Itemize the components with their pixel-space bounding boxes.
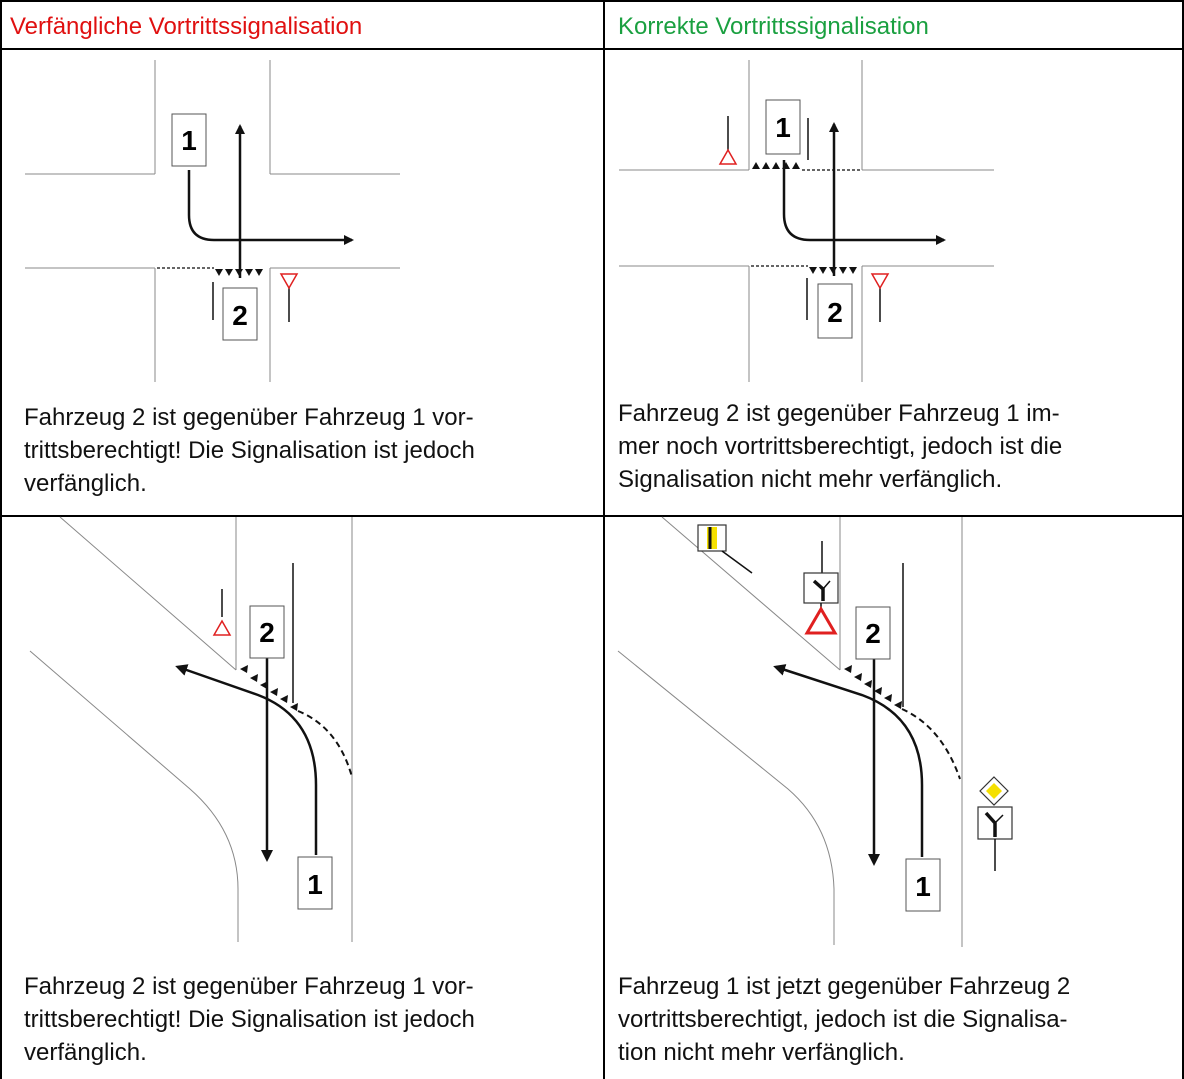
vehicle-1-arrow [175,664,318,855]
road-edges [619,60,994,382]
caption-top-right: Fahrzeug 2 ist gegenüber Fahrzeug 1 im- … [618,397,1178,496]
vehicle-2-number: 2 [865,618,881,649]
caption-line: Signalisation nicht mehr verfänglich. [618,466,1003,493]
table-border-right [1182,0,1184,1079]
caption-line: trittsberechtigt! Die Signalisation ist … [24,437,475,464]
yield-sign-top-icon [718,116,738,165]
diagram-bottom-left: 2 1 [29,516,353,942]
caption-line: Fahrzeug 2 ist gegenüber Fahrzeug 1 im- [618,400,1060,427]
header-divider [0,48,1184,50]
yield-line-triangles-top [752,162,800,169]
row-divider [0,515,1184,517]
caption-bottom-left: Fahrzeug 2 ist gegenüber Fahrzeug 1 vor-… [24,970,584,1069]
header-misleading: Verfängliche Vortrittssignalisation [10,13,363,40]
vehicle-1-number: 1 [775,112,791,143]
vehicle-1-arrow [187,170,354,245]
vehicle-1-arrow [782,160,946,245]
road-edges [25,60,400,382]
vehicle-1-label: 1 [297,856,333,910]
diagram-bottom-right: 2 1 [617,516,1013,947]
vehicle-1-number: 1 [181,125,197,156]
vehicle-2-label: 2 [855,606,891,660]
caption-line: trittsberechtigt! Die Signalisation ist … [24,1006,475,1033]
caption-line: Fahrzeug 2 ist gegenüber Fahrzeug 1 vor- [24,973,474,1000]
road-edges [29,516,353,942]
yield-line-dashed [901,708,961,780]
vehicle-1-label: 1 [905,858,941,912]
vehicle-1-label: 1 [171,113,207,167]
vehicle-2-number: 2 [259,617,275,648]
caption-line: tion nicht mehr verfänglich. [618,1039,905,1066]
caption-line: vortrittsberechtigt, jedoch ist die Sign… [618,1006,1068,1033]
vehicle-2-number: 2 [827,297,843,328]
road-edges [617,516,963,947]
yield-line-triangles [240,665,298,711]
diagram-top-left: 1 2 [25,60,400,382]
caption-bottom-right: Fahrzeug 1 ist jetzt gegenüber Fahrzeug … [618,970,1178,1069]
yield-sign-icon [804,603,838,635]
vehicle-1-number: 1 [307,869,323,900]
header-correct: Korrekte Vortrittssignalisation [618,13,929,40]
caption-line: verfänglich. [24,1039,147,1066]
yield-sign-bottom-icon [870,273,890,322]
priority-road-sign-icon [977,776,1013,871]
yield-sign-icon [279,273,299,322]
road-layout-sign-icon [697,524,753,574]
caption-line: Fahrzeug 1 ist jetzt gegenüber Fahrzeug … [618,973,1071,1000]
vehicle-1-arrow [773,664,924,857]
vehicle-2-label: 2 [249,605,285,659]
vehicle-2-label: 2 [817,283,853,339]
vehicle-2-number: 2 [232,300,248,331]
caption-line: Fahrzeug 2 ist gegenüber Fahrzeug 1 vor- [24,404,474,431]
caption-line: verfänglich. [24,470,147,497]
vehicle-2-label: 2 [222,287,258,341]
vehicle-1-label: 1 [765,99,801,155]
column-divider [603,0,605,1079]
table-border-top [0,0,1184,2]
yield-line-dashed [297,710,353,778]
vehicle-1-number: 1 [915,871,931,902]
yield-sign-icon [212,589,232,636]
caption-top-left: Fahrzeug 2 ist gegenüber Fahrzeug 1 vor-… [24,401,584,500]
yield-line-triangles [844,665,902,709]
table-border-left [0,0,2,1079]
diagram-top-right: 1 2 [619,60,994,382]
side-road-sign-icon [803,541,839,604]
caption-line: mer noch vortrittsberechtigt, jedoch ist… [618,433,1063,460]
